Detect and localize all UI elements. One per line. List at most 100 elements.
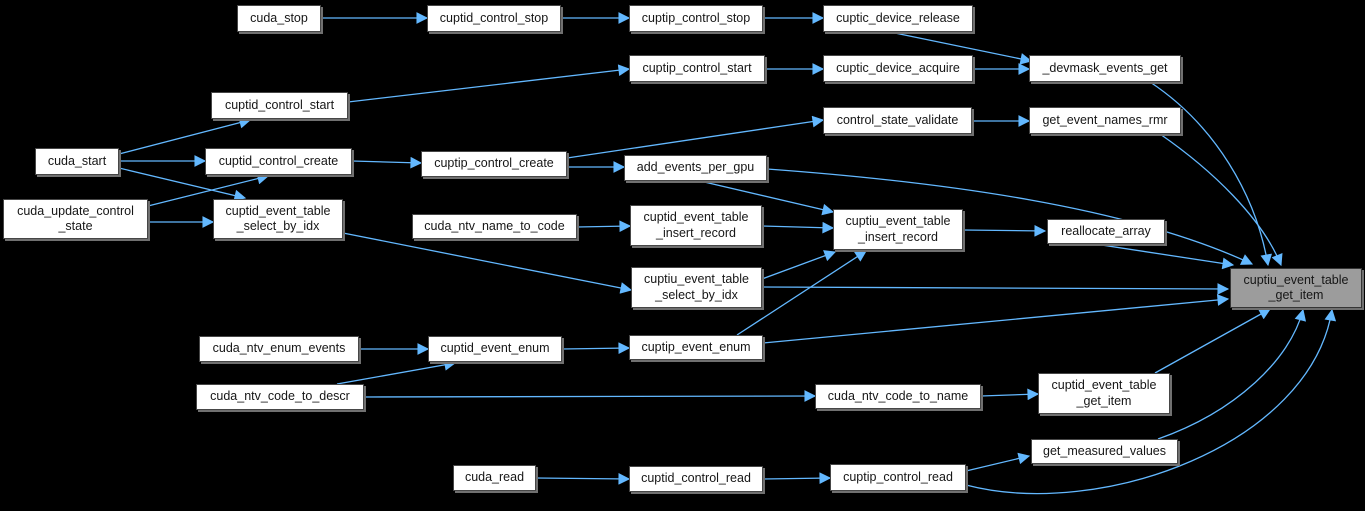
node-label: cuptid_control_stop (439, 10, 549, 25)
node-label: _insert_record (858, 229, 938, 244)
node-cuptid_control_read[interactable]: cuptid_control_read (629, 466, 763, 492)
edge-get_measured_values--cuptiu_event_table_get_item (1157, 308, 1307, 440)
node-label: cuptip_control_stop (641, 10, 751, 25)
node-label: cuda_ntv_name_to_code (424, 218, 565, 233)
node-cuda_ntv_enum_events[interactable]: cuda_ntv_enum_events (199, 336, 359, 362)
edge-cuda_ntv_code_to_descr--cuda_ntv_code_to_name (363, 390, 817, 402)
edge-cuptip_event_enum--cuptiu_event_table_insert_record (736, 250, 867, 336)
node-cuptid_control_create[interactable]: cuptid_control_create (205, 148, 352, 175)
edge-cuptid_control_create--cuptip_control_create (351, 156, 423, 169)
node-label: cuptic_device_release (836, 10, 960, 25)
node-cuda_update_control_state[interactable]: cuda_update_control_state (3, 199, 148, 239)
node-cuda_read[interactable]: cuda_read (453, 465, 536, 491)
node-label: control_state_validate (836, 112, 959, 127)
node-cuda_ntv_name_to_code[interactable]: cuda_ntv_name_to_code (412, 214, 577, 239)
node-cuptip_control_stop[interactable]: cuptip_control_stop (629, 5, 763, 32)
node-get_measured_values[interactable]: get_measured_values (1031, 439, 1178, 464)
node-label: cuda_update_control (17, 203, 134, 218)
node-label: cuda_ntv_code_to_descr (210, 389, 350, 404)
edge-_devmask_events_get--cuptiu_event_table_get_item (1149, 81, 1272, 267)
node-label: _devmask_events_get (1042, 60, 1168, 75)
edge-reallocate_array--cuptiu_event_table_get_item (1094, 243, 1235, 270)
node-label: _get_item (1076, 393, 1132, 408)
node-label: get_event_names_rmr (1042, 112, 1168, 127)
node-_devmask_events_get[interactable]: _devmask_events_get (1029, 55, 1181, 82)
node-cuda_ntv_code_to_descr[interactable]: cuda_ntv_code_to_descr (196, 384, 364, 410)
edge-cuptid_event_table_select_by_idx--cuptiu_event_table_select_by_idx (342, 232, 633, 294)
node-label: cuptid_control_start (224, 97, 335, 112)
node-cuda_stop[interactable]: cuda_stop (237, 5, 321, 32)
node-cuptid_event_table_insert_record[interactable]: cuptid_event_table_insert_record (630, 205, 762, 246)
edge-cuptip_control_read--cuptiu_event_table_get_item (965, 308, 1337, 495)
edge-cuptip_event_enum--cuptiu_event_table_get_item (762, 294, 1230, 344)
edge-cuda_start--cuptid_event_table_select_by_idx (118, 167, 247, 202)
node-label: _get_item (1268, 288, 1324, 302)
edge-cuptid_event_table_insert_record--cuptiu_event_table_insert_record (761, 221, 835, 234)
node-cuptiu_event_table_insert_record[interactable]: cuptiu_event_table_insert_record (833, 209, 963, 250)
node-cuptip_control_create[interactable]: cuptip_control_create (421, 151, 567, 177)
edges-group (118, 12, 1337, 495)
edge-cuda_start--cuptid_control_start (118, 116, 252, 155)
node-add_events_per_gpu[interactable]: add_events_per_gpu (624, 155, 767, 181)
node-cuptip_control_read[interactable]: cuptip_control_read (830, 464, 966, 491)
node-cuda_start[interactable]: cuda_start (35, 148, 119, 175)
edge-cuda_ntv_code_to_name--cuptid_event_table_get_item (980, 388, 1040, 401)
edge-cuda_update_control_state--cuptid_control_create (147, 172, 270, 207)
node-cuptic_device_release[interactable]: cuptic_device_release (823, 5, 973, 32)
node-label: cuptiu_event_table (644, 272, 749, 287)
node-label: cuptiu_event_table (845, 214, 951, 229)
node-label: _select_by_idx (236, 219, 320, 233)
node-cuptid_control_start[interactable]: cuptid_control_start (211, 92, 348, 119)
node-label: cuda_stop (250, 10, 308, 25)
edge-cuptid_event_enum--cuptip_event_enum (561, 342, 631, 355)
node-label: _select_by_idx (655, 287, 738, 302)
edge-cuptip_control_read--get_measured_values (965, 452, 1031, 472)
node-label: reallocate_array (1061, 223, 1151, 238)
node-label: cuda_ntv_enum_events (212, 341, 346, 356)
node-label: cuptid_event_enum (440, 341, 550, 356)
node-label: cuptip_control_read (843, 469, 953, 484)
node-label: cuda_start (47, 153, 107, 168)
node-label: cuptip_control_start (642, 60, 752, 75)
edge-cuptid_control_read--cuptip_control_read (762, 472, 832, 485)
edge-cuptid_control_start--cuptip_control_start (347, 64, 631, 103)
node-get_event_names_rmr[interactable]: get_event_names_rmr (1029, 107, 1181, 134)
edge-get_event_names_rmr--cuptiu_event_table_get_item (1159, 133, 1283, 267)
node-cuptid_event_table_get_item[interactable]: cuptid_event_table_get_item (1038, 373, 1170, 414)
edge-add_events_per_gpu--cuptiu_event_table_get_item (766, 168, 1254, 265)
node-cuptiu_event_table_get_item: cuptiu_event_table_get_item (1230, 268, 1362, 308)
node-cuptid_control_stop[interactable]: cuptid_control_stop (427, 5, 561, 32)
node-cuptip_event_enum[interactable]: cuptip_event_enum (629, 335, 763, 360)
edge-cuda_ntv_code_to_descr--cuptid_event_enum (336, 359, 457, 385)
node-cuptip_control_start[interactable]: cuptip_control_start (629, 55, 765, 82)
node-label: cuptid_control_read (641, 471, 751, 486)
edge-cuda_ntv_name_to_code--cuptid_event_table_insert_record (576, 220, 632, 233)
node-label: cuda_ntv_code_to_name (827, 388, 969, 403)
node-reallocate_array[interactable]: reallocate_array (1047, 219, 1165, 244)
node-label: get_measured_values (1043, 443, 1166, 458)
node-label: add_events_per_gpu (636, 160, 755, 175)
edge-cuda_read--cuptid_control_read (535, 473, 631, 485)
node-cuptiu_event_table_select_by_idx[interactable]: cuptiu_event_table_select_by_idx (631, 267, 762, 308)
node-label: cuptid_event_table (1051, 378, 1157, 393)
node-cuptid_event_table_select_by_idx[interactable]: cuptid_event_table_select_by_idx (213, 199, 343, 239)
node-label: cuptid_event_table (643, 210, 749, 225)
edge-cuptic_device_release--_devmask_events_get (889, 31, 1033, 65)
edge-add_events_per_gpu--cuptiu_event_table_insert_record (699, 180, 835, 216)
node-control_state_validate[interactable]: control_state_validate (823, 107, 972, 134)
edge-cuptid_event_table_get_item--cuptiu_event_table_get_item (1154, 308, 1272, 374)
node-label: cuptiu_event_table (1243, 272, 1349, 287)
edge-cuptiu_event_table_select_by_idx--cuptiu_event_table_insert_record (761, 250, 837, 280)
node-cuptic_device_acquire[interactable]: cuptic_device_acquire (823, 55, 973, 82)
edge-cuptiu_event_table_insert_record--reallocate_array (962, 225, 1047, 237)
node-label: cuptic_device_acquire (836, 60, 960, 75)
edge-cuptip_control_create--control_state_validate (566, 115, 825, 159)
node-cuptid_event_enum[interactable]: cuptid_event_enum (428, 336, 562, 362)
node-label: cuptid_event_table (225, 203, 331, 218)
node-label: cuptip_control_create (434, 156, 554, 171)
node-cuda_ntv_code_to_name[interactable]: cuda_ntv_code_to_name (815, 384, 981, 409)
edge-cuptiu_event_table_select_by_idx--cuptiu_event_table_get_item (761, 283, 1230, 295)
node-label: _state (58, 219, 93, 233)
